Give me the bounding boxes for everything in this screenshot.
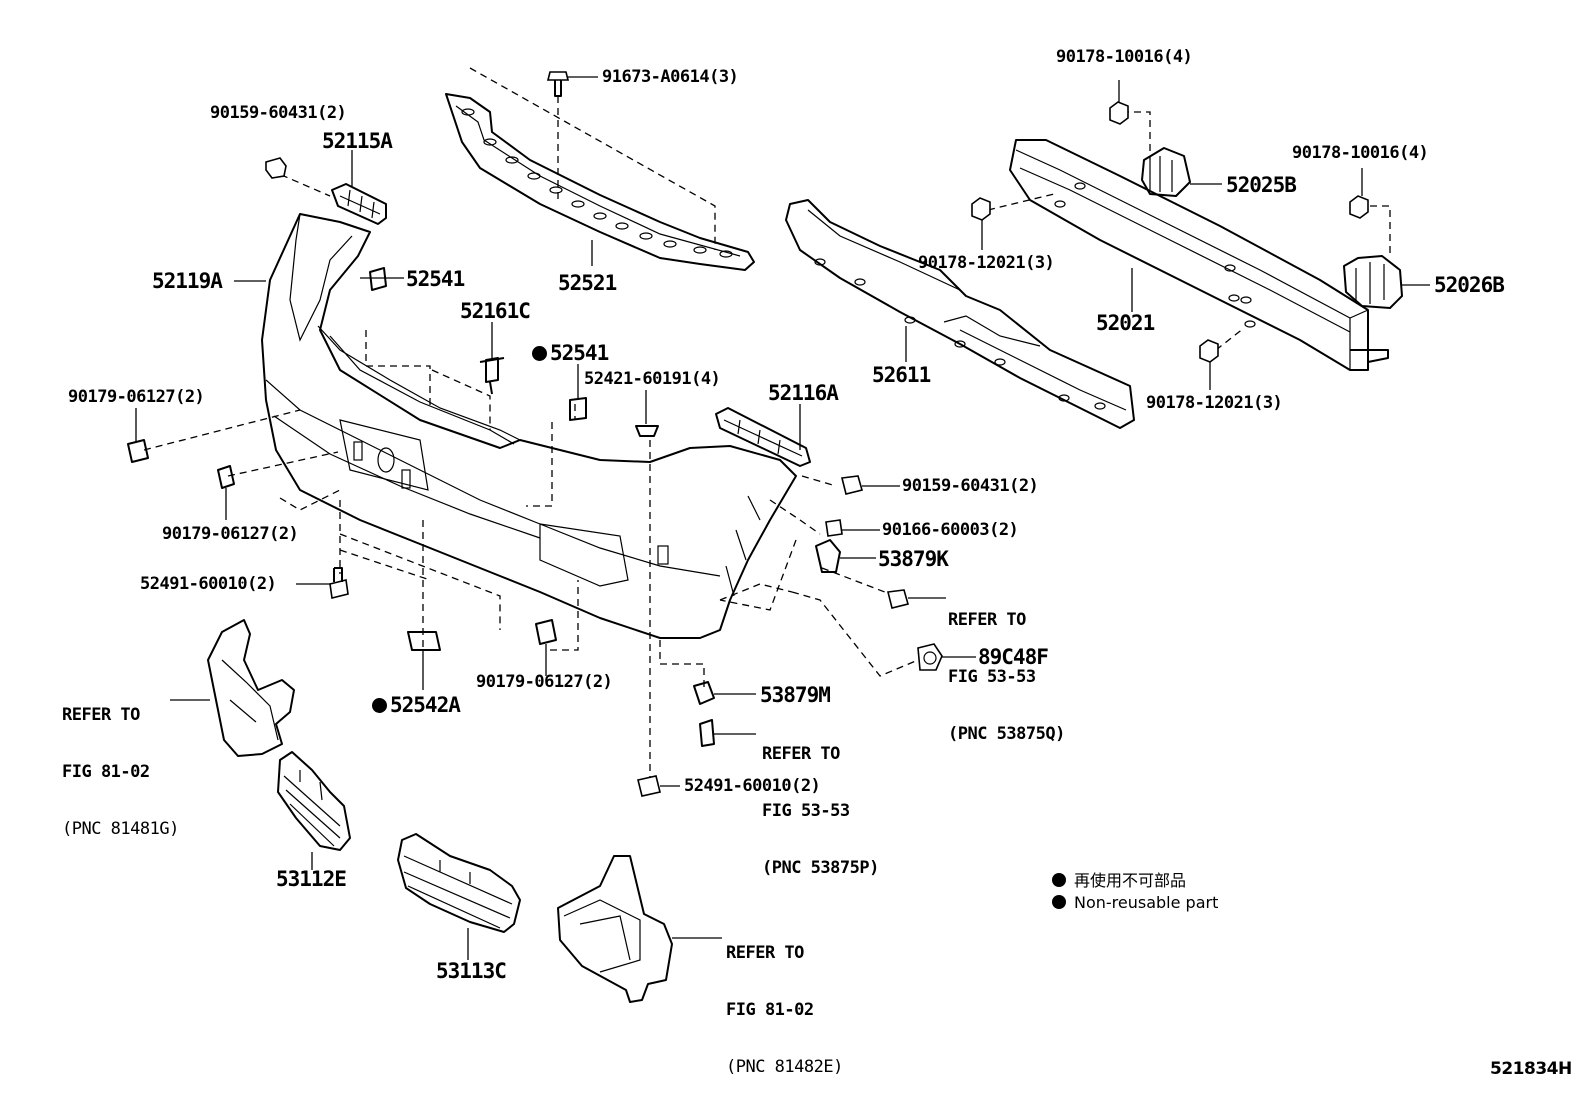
label-52116a: 52116A — [768, 381, 839, 405]
label-90178-12021-a: 90178-12021(3) — [918, 253, 1055, 273]
label-52491-60010-a: 52491-60010(2) — [140, 574, 277, 594]
bumper-cover-drawing — [234, 213, 797, 639]
label-52491-60010-b: 52491-60010(2) — [684, 776, 821, 796]
non-reusable-dot-icon — [1052, 895, 1066, 909]
non-reusable-dot-icon — [532, 346, 547, 361]
grille-53113c-drawing — [397, 833, 521, 960]
legend: 再使用不可部品 Non-reusable part — [1052, 870, 1218, 914]
label-53879m: 53879M — [760, 683, 831, 707]
label-52115a: 52115A — [322, 129, 393, 153]
label-89c48f: 89C48F — [978, 645, 1049, 669]
label-90179-06127-b: 90179-06127(2) — [162, 524, 299, 544]
label-52611: 52611 — [872, 363, 931, 387]
nuts-drawing — [971, 80, 1369, 390]
label-52025b: 52025B — [1226, 173, 1297, 197]
label-90179-06127-a: 90179-06127(2) — [68, 387, 205, 407]
label-53879k: 53879K — [878, 547, 949, 571]
label-91673-a0614: 91673-A0614(3) — [602, 67, 739, 87]
label-52541-non-reusable: 52541 — [532, 341, 609, 365]
note-refer-fig-81-02-g: REFER TO FIG 81-02 (PNC 81481G) — [62, 705, 179, 839]
cover-dashed-leaders — [143, 169, 919, 790]
non-reusable-dot-icon — [372, 698, 387, 713]
label-52521: 52521 — [558, 271, 617, 295]
label-90178-12021-b: 90178-12021(3) — [1146, 393, 1283, 413]
legend-row-jp: 再使用不可部品 — [1052, 870, 1218, 892]
label-90178-10016-top: 90178-10016(4) — [1056, 47, 1193, 67]
label-52026b: 52026B — [1434, 273, 1505, 297]
bracket-52025b-drawing — [1122, 111, 1222, 197]
note-refer-fig-81-02-e: REFER TO FIG 81-02 (PNC 81482E) — [726, 943, 843, 1077]
label-53112e: 53112E — [276, 867, 347, 891]
label-90179-06127-c: 90179-06127(2) — [476, 672, 613, 692]
label-90159-60431-top: 90159-60431(2) — [210, 103, 347, 123]
side-retainer-52116a-drawing — [715, 404, 811, 467]
figure-id: 521834H — [1490, 1059, 1572, 1079]
legend-row-en: Non-reusable part — [1052, 892, 1218, 914]
fasteners-drawing — [127, 157, 976, 797]
note-refer-fig-53-53-q: REFER TO FIG 53-53 (PNC 53875Q) — [948, 610, 1065, 744]
label-52542a-non-reusable: 52542A — [372, 693, 461, 717]
label-52421-60191: 52421-60191(4) — [584, 369, 721, 389]
label-90166-60003: 90166-60003(2) — [882, 520, 1019, 540]
label-52161c: 52161C — [460, 299, 531, 323]
label-52541: 52541 — [406, 267, 465, 291]
lower-cover-81481g-drawing — [170, 619, 295, 757]
label-52119a: 52119A — [152, 269, 223, 293]
legend-jp-text: 再使用不可部品 — [1074, 871, 1187, 890]
label-52021: 52021 — [1096, 311, 1155, 335]
label-90178-10016-right: 90178-10016(4) — [1292, 143, 1429, 163]
lower-cover-81482e-drawing — [557, 855, 722, 1003]
bumper-reinforcement-drawing — [987, 139, 1389, 371]
grille-53112e-drawing — [277, 751, 351, 870]
label-52542a-text: 52542A — [390, 693, 461, 717]
label-53113c: 53113C — [436, 959, 507, 983]
bolt-91673-drawing — [546, 71, 598, 97]
legend-en-text: Non-reusable part — [1074, 893, 1219, 912]
label-90159-60431-b: 90159-60431(2) — [902, 476, 1039, 496]
side-retainer-52115a-drawing — [331, 150, 387, 225]
energy-absorber-drawing — [785, 199, 1135, 429]
bumper-retainer-upper-drawing — [445, 67, 755, 271]
non-reusable-dot-icon — [1052, 873, 1066, 887]
note-refer-fig-53-53-p: REFER TO FIG 53-53 (PNC 53875P) — [762, 744, 879, 878]
bracket-52026b-drawing — [1343, 205, 1430, 309]
label-52541-b-text: 52541 — [550, 341, 609, 365]
